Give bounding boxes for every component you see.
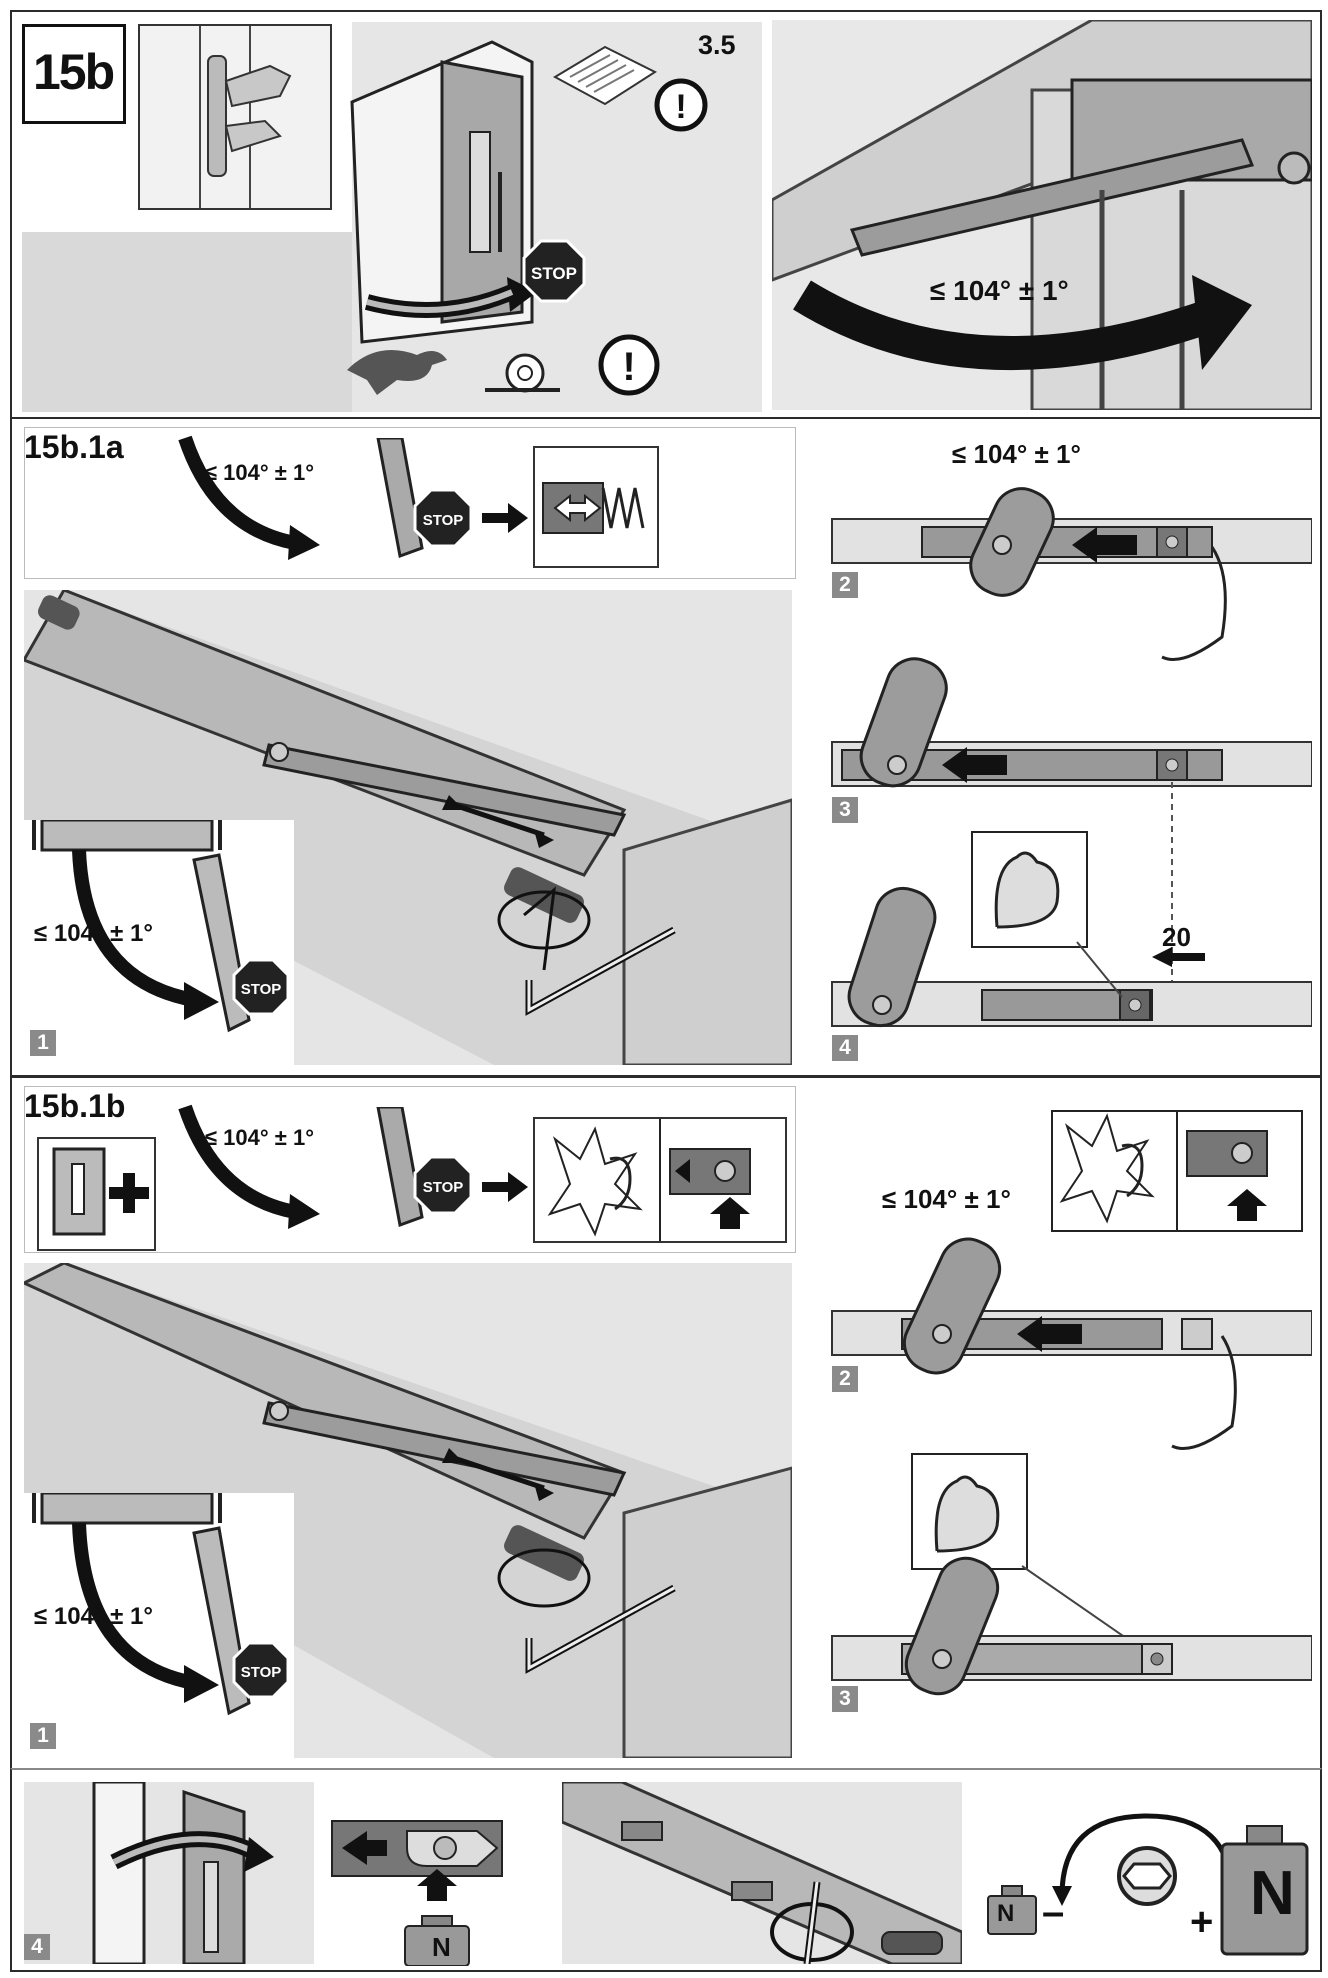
warning-exclamation-icon: ! [598,334,660,396]
section-b-step2-angle: ≤ 104° ± 1° [882,1184,1011,1214]
click-sound-icon [547,1119,751,1241]
latch-weight-illustration [331,1820,503,1966]
hinge-detail-illustration [138,24,332,210]
heavy-door-plus-icon-box [37,1137,156,1251]
section-a-top-view-inset: ≤ 104° ± 1° STOP [24,818,294,1065]
force-adjustment-icon [987,1813,1309,1956]
manual-warning-icon: ! [654,78,708,132]
click-sound-icon-box [533,1117,787,1243]
section-a-title: 15b.1a [24,429,124,465]
svg-text:STOP: STOP [241,1664,282,1681]
section-a-step-3-badge: 3 [832,797,858,823]
weight-large-N-label: N [1250,1859,1295,1928]
weight-small-N-label: N [997,1900,1015,1927]
section-a-adjust-illustration [24,590,792,1065]
section-a-step-sequence-illustration [831,487,1312,1028]
section-b-step-sequence-illustration [831,1110,1312,1696]
section-b-step-3-badge: 3 [832,1686,858,1712]
step1-stop-sign-icon: STOP [232,958,290,1016]
section-a-step-1-badge: 1 [30,1030,56,1056]
slow-snail-icon [485,353,560,393]
figure-id-label: 15b [33,44,115,100]
small-weight-label: N [432,1932,451,1962]
svg-text:STOP: STOP [531,264,577,283]
svg-text:STOP: STOP [423,1179,464,1196]
figure-id-box: 15b [22,24,126,124]
section-a-step2-angle: ≤ 104° ± 1° [952,439,1081,469]
section-a-summary-strip: ≤ 104° ± 1° STOP [24,427,796,579]
summary-arc-arrow [178,435,320,560]
summary-stop-sign-icon: STOP [413,488,473,548]
section-15b-1b: 15b.1b ≤ 104° ± 1° STOP [10,1078,1322,1768]
top-angle-label: ≤ 104° ± 1° [930,275,1069,306]
section-b-step1-angle: ≤ 104° ± 1° [34,1603,153,1630]
hinge-icon [199,26,292,208]
section-b-arc-arrow [178,1104,320,1229]
svg-text:STOP: STOP [241,981,282,998]
svg-text:STOP: STOP [423,512,464,529]
spring-stop-icon-box [533,446,659,568]
plus-label: + [1190,1900,1214,1944]
section-a-step1-angle: ≤ 104° ± 1° [34,920,153,947]
svg-text:!: ! [622,345,635,389]
hex-key-adjust-illustration [562,1782,962,1964]
fast-rabbit-icon [347,350,447,395]
spring-icon [542,482,645,534]
bottom-closing-force-strip: 4 N [10,1768,1322,1972]
stop-sign-icon: STOP [522,239,586,303]
section-a-step-4-badge: 4 [832,1035,858,1061]
summary-door-leaf [376,438,424,558]
section-a-right-steps: ≤ 104° ± 1° [802,427,1312,1067]
section-b-step-1-badge: 1 [30,1723,56,1749]
section-b-step-1-panel: ≤ 104° ± 1° STOP 1 [24,1263,792,1758]
section-divider [10,1075,1322,1078]
section-a-step-2-badge: 2 [832,572,858,598]
section-b-right-steps: ≤ 104° ± 1° [802,1086,1312,1766]
manual-booklet-icon [552,45,658,106]
door-plus-icon [52,1147,149,1236]
section-b-title: 15b.1b [24,1088,126,1124]
section-b-door-leaf [376,1107,424,1227]
minus-label: – [1042,1890,1065,1934]
section-b-step-2-badge: 2 [832,1366,858,1392]
bottom-adjust-panel [562,1782,962,1964]
section-b-summary-angle: ≤ 104° ± 1° [205,1125,315,1150]
bottom-step-4-badge: 4 [24,1934,50,1960]
section-b-summary-strip: ≤ 104° ± 1° STOP [24,1086,796,1253]
section-b-step1-stop-sign-icon: STOP [232,1641,290,1699]
section-b-adjust-illustration [24,1263,792,1758]
section-b-right-arrow-icon [482,1172,528,1202]
section-a-summary-angle: ≤ 104° ± 1° [205,460,315,485]
closer-arm-illustration [772,20,1312,410]
distance-value-label: 20 [1162,922,1191,952]
closer-arm-opening-scene: ≤ 104° ± 1° [772,20,1312,410]
door-swing-illustration [92,1782,274,1964]
bottom-door-panel: 4 [24,1782,314,1964]
section-b-stop-sign-icon: STOP [413,1155,473,1215]
manual-reference-label: 3.5 [698,30,736,60]
section-b-top-view-inset: ≤ 104° ± 1° STOP [24,1491,294,1758]
section-a-step-1-panel: ≤ 104° ± 1° STOP 1 [24,590,792,1065]
section-15b-1a: 15b.1a ≤ 104° ± 1° STOP [10,415,1322,1075]
svg-text:!: ! [675,88,686,126]
summary-right-arrow-icon [482,503,528,533]
top-section: 15b [10,10,1322,419]
